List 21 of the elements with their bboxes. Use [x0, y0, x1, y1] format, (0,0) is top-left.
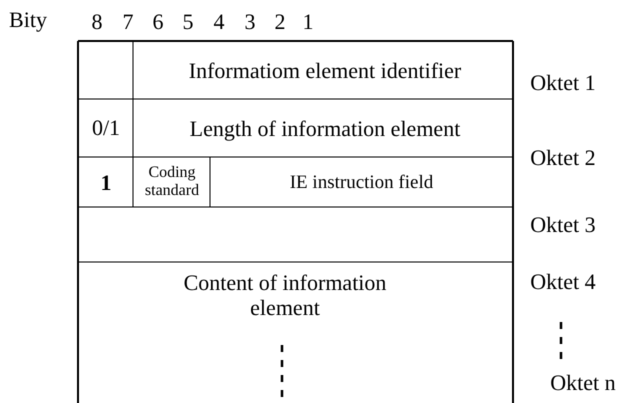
octet-label: Oktet 3	[529, 211, 597, 240]
octet-label: Oktet 4	[529, 268, 597, 296]
bit-number: 2	[274, 8, 286, 36]
bit-number: 4	[212, 8, 226, 36]
field-name: Coding standard	[144, 162, 200, 201]
octet-label: Oktet n	[549, 369, 617, 398]
field-name: Content of information element	[182, 268, 388, 322]
bit-value: 0/1	[90, 114, 122, 142]
bit-number: 5	[182, 8, 194, 36]
bit-value: 1	[100, 169, 112, 198]
field-name: Length of information element	[188, 115, 462, 144]
octet-label: Oktet 2	[529, 144, 597, 172]
bit-number: 7	[122, 8, 134, 36]
bit-number: 6	[152, 8, 164, 36]
axis-title: Bity	[8, 6, 48, 34]
bit-number: 1	[302, 8, 314, 36]
field-name: Informatiom element identifier	[188, 57, 462, 86]
field-name: IE instruction field	[288, 171, 434, 196]
octet-label: Oktet 1	[529, 69, 597, 98]
bit-number: 8	[90, 8, 104, 36]
bit-number: 3	[244, 8, 256, 36]
